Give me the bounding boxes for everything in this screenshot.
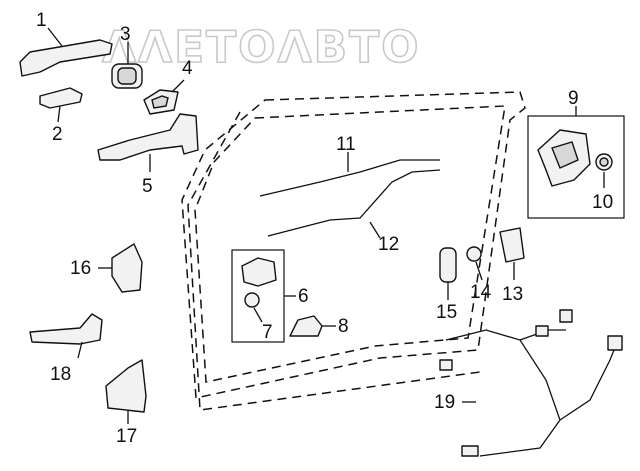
striker-bolt-part — [466, 246, 483, 281]
callout-1: 1 — [36, 10, 47, 31]
cylinder-screw-part — [244, 292, 263, 323]
lock-cylinder-group-part — [231, 249, 296, 343]
outside-handle-part — [19, 27, 113, 77]
callout-2: 2 — [52, 124, 63, 145]
callout-15: 15 — [436, 302, 457, 323]
inside-handle-bezel-part — [143, 79, 185, 115]
door-outline — [181, 91, 526, 411]
callout-18: 18 — [50, 364, 71, 385]
handle-frame-part — [97, 113, 199, 172]
callout-17: 17 — [116, 426, 137, 447]
wire-harness-part — [439, 309, 623, 457]
callout-8: 8 — [338, 316, 349, 337]
watermark-logo: ΛΛΕΤΟΛΒΤΟ — [102, 22, 421, 73]
striker-plate-part — [439, 247, 457, 300]
inside-handle-part — [111, 42, 143, 89]
callout-16: 16 — [70, 258, 91, 279]
lock-cap-part — [289, 315, 336, 337]
callout-7: 7 — [262, 322, 273, 343]
callout-9: 9 — [568, 88, 579, 109]
callout-5: 5 — [142, 176, 153, 197]
callout-13: 13 — [502, 284, 523, 305]
lock-cables-part — [259, 152, 441, 239]
door-check-part — [29, 313, 103, 359]
callout-12: 12 — [378, 234, 399, 255]
upper-hinge-part — [98, 243, 143, 293]
callout-4: 4 — [182, 58, 193, 79]
lock-grommet-part — [595, 153, 613, 188]
door-lock-assembly-part — [527, 106, 625, 219]
lock-bracket-part — [499, 227, 525, 280]
callout-6: 6 — [298, 286, 309, 307]
callout-labels: 1 2 3 4 5 6 7 8 9 10 11 12 13 14 15 16 1… — [36, 10, 613, 447]
callout-14: 14 — [470, 282, 492, 303]
callout-10: 10 — [592, 192, 613, 213]
handle-cover-part — [39, 87, 83, 123]
callout-19: 19 — [434, 392, 455, 413]
lower-hinge-part — [105, 359, 147, 424]
callout-3: 3 — [120, 24, 131, 45]
callout-11: 11 — [336, 134, 356, 155]
